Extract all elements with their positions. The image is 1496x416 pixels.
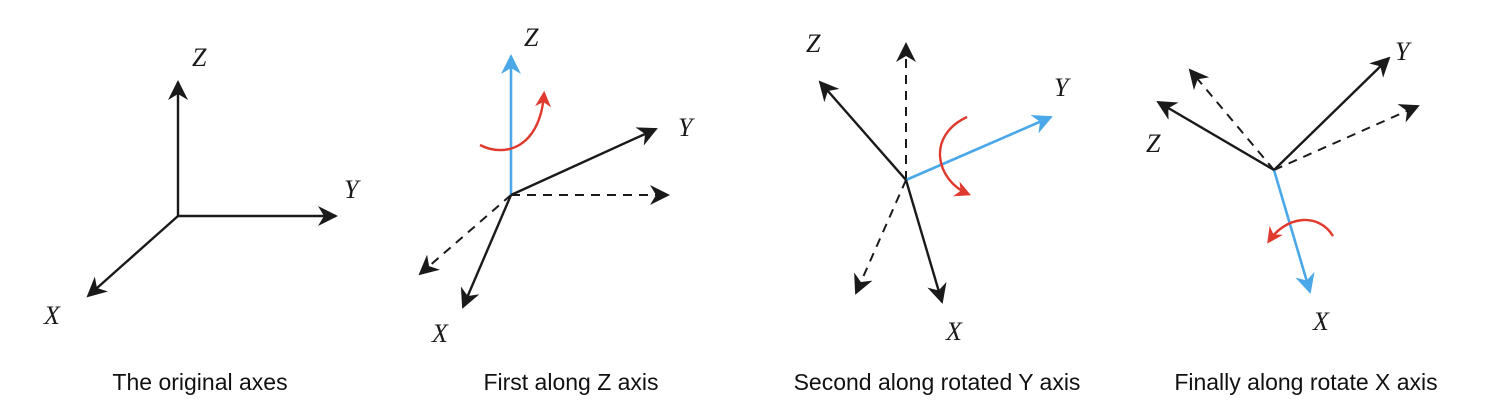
rotation-arrow-y bbox=[938, 115, 971, 197]
rotation-arrow-z bbox=[479, 90, 552, 152]
x-axis bbox=[460, 194, 513, 309]
x-axis-label: X bbox=[1312, 307, 1330, 336]
panel-original-axes: Z Y X The original axes bbox=[43, 43, 361, 395]
caption-second-along-y: Second along rotated Y axis bbox=[794, 369, 1081, 395]
z-axis-label: Z bbox=[806, 29, 821, 58]
z-axis bbox=[1156, 100, 1275, 172]
y-axis-label: Y bbox=[1395, 37, 1412, 66]
caption-original-axes: The original axes bbox=[112, 369, 287, 395]
x-axis-label: X bbox=[945, 317, 963, 346]
z-axis-label: Z bbox=[524, 23, 539, 52]
y-axis-label: Y bbox=[344, 175, 361, 204]
x-axis-label: X bbox=[431, 319, 449, 348]
y-axis bbox=[510, 127, 658, 197]
previous-y-axis-dashed bbox=[1273, 104, 1420, 171]
panel-finally-along-x: Z Y X Finally along rotate X axis bbox=[1146, 37, 1438, 395]
panel-second-along-y: Z Y X Second along rotated Y axis bbox=[794, 29, 1081, 395]
y-axis-highlighted bbox=[905, 115, 1053, 182]
panel-first-along-z: Z Y X First along Z axis bbox=[418, 23, 695, 395]
previous-z-axis-dashed bbox=[1188, 68, 1275, 171]
y-axis bbox=[1273, 56, 1391, 171]
z-axis-label: Z bbox=[1146, 129, 1161, 158]
x-axis-highlighted bbox=[1272, 169, 1315, 294]
z-axis bbox=[818, 80, 907, 181]
y-axis-label: Y bbox=[1054, 73, 1071, 102]
y-axis-label: Y bbox=[678, 113, 695, 142]
rotation-arrow-x bbox=[1267, 218, 1335, 244]
x-axis-label: X bbox=[43, 301, 61, 330]
caption-first-along-z: First along Z axis bbox=[483, 369, 658, 395]
x-axis bbox=[904, 179, 947, 304]
original-x-axis-dashed bbox=[418, 194, 512, 276]
caption-finally-along-x: Finally along rotate X axis bbox=[1174, 369, 1437, 395]
z-axis-label: Z bbox=[192, 43, 207, 72]
previous-x-axis-dashed bbox=[854, 179, 907, 295]
x-axis bbox=[86, 215, 179, 298]
